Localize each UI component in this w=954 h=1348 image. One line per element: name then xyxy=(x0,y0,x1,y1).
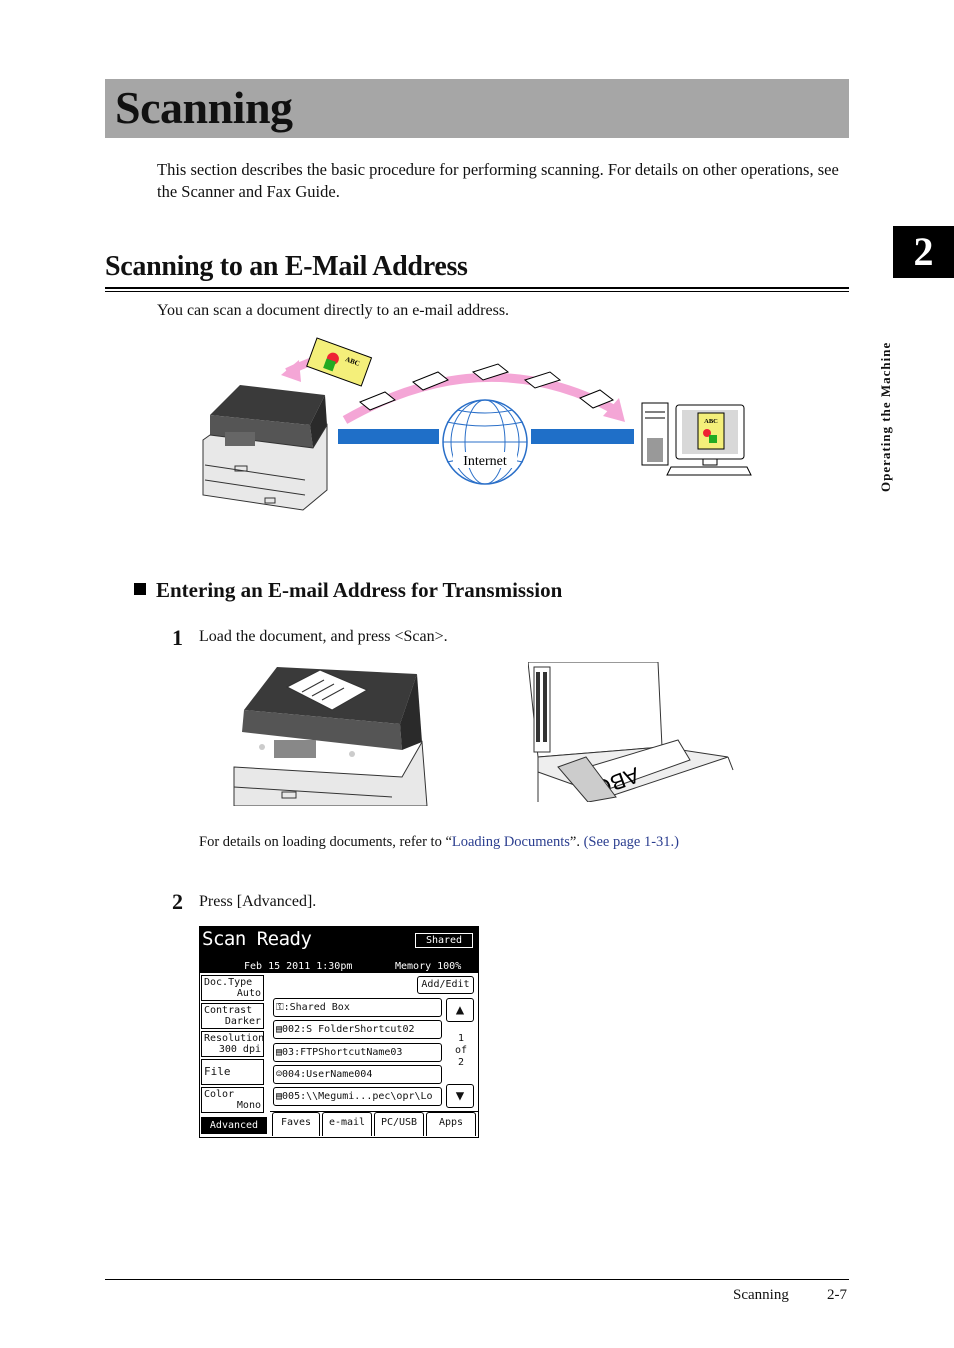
folder-icon: ▤ xyxy=(276,1091,283,1102)
shared-box-icon: ⚿ xyxy=(276,1002,284,1013)
footer-page: 2-7 xyxy=(827,1287,847,1303)
step-text: Press [Advanced]. xyxy=(199,893,317,910)
destination-entry[interactable]: ▤005:\\Megumi...pec\opr\Lo xyxy=(273,1087,442,1106)
tab-apps[interactable]: Apps xyxy=(426,1112,476,1136)
advanced-button[interactable]: Advanced xyxy=(201,1117,267,1134)
page-title: Scanning xyxy=(115,82,293,133)
tab-email[interactable]: e-mail xyxy=(322,1112,372,1136)
scan-ready-panel: Scan Ready Shared Feb 15 2011 1:30pm Mem… xyxy=(199,926,479,1138)
add-edit-button[interactable]: Add/Edit xyxy=(417,976,474,994)
panel-date: Feb 15 2011 1:30pm xyxy=(244,961,353,972)
envelope-icons xyxy=(359,363,615,411)
chapter-tab: 2 xyxy=(893,226,954,278)
footer-section: Scanning xyxy=(733,1287,789,1303)
destination-entry[interactable]: ▤03:FTPShortcutName03 xyxy=(273,1043,442,1062)
step-number: 1 xyxy=(172,625,183,650)
page-reference-link[interactable]: (See page 1-31.) xyxy=(583,834,679,850)
computer-icon: ABC xyxy=(641,402,752,476)
square-bullet-icon xyxy=(134,583,146,595)
document-icon: ABC xyxy=(306,337,373,387)
tab-faves[interactable]: Faves xyxy=(272,1112,320,1136)
section-heading: Scanning to an E-Mail Address xyxy=(105,251,468,282)
tab-baseline xyxy=(270,1111,478,1112)
subheading: Entering an E-mail Address for Transmiss… xyxy=(134,578,562,603)
footer-rule xyxy=(105,1279,849,1280)
shared-button[interactable]: Shared xyxy=(415,933,473,948)
mfp-illustration xyxy=(202,385,328,511)
internet-label: Internet xyxy=(463,454,507,469)
triangle-down-icon: ▼ xyxy=(455,1088,465,1104)
side-label: Operating the Machine xyxy=(878,341,893,492)
ftp-icon: ▤ xyxy=(276,1047,283,1058)
monitor-doc-label: ABC xyxy=(704,418,718,425)
heading-rule xyxy=(105,287,849,289)
destination-entry[interactable]: ☺004:UserName004 xyxy=(273,1065,442,1084)
step-note: For details on loading documents, refer … xyxy=(199,834,679,850)
platen-glass-illustration: ABC xyxy=(528,662,734,802)
user-icon: ☺ xyxy=(276,1069,283,1080)
scroll-down-button[interactable]: ▼ xyxy=(446,1084,474,1108)
destination-entry[interactable]: ⚿:Shared Box xyxy=(273,998,442,1017)
panel-memory: Memory 100% xyxy=(395,961,462,972)
loading-document-illustration xyxy=(233,667,428,806)
destination-entry[interactable]: ▤002:S FolderShortcut02 xyxy=(273,1020,442,1039)
tab-pc-usb[interactable]: PC/USB xyxy=(374,1112,424,1136)
network-bar-left xyxy=(338,429,439,444)
globe-icon: Internet xyxy=(442,399,528,485)
panel-header: Scan Ready Shared Feb 15 2011 1:30pm Mem… xyxy=(200,927,478,973)
email-scan-diagram: ABC Internet xyxy=(202,337,752,511)
title-bar: Scanning xyxy=(105,79,849,138)
step-number: 2 xyxy=(172,889,183,914)
panel-title: Scan Ready xyxy=(202,928,312,950)
scroll-up-button[interactable]: ▲ xyxy=(446,998,474,1022)
network-bar-right xyxy=(531,429,634,444)
folder-icon: ▤ xyxy=(276,1024,283,1035)
intro-text: This section describes the basic procedu… xyxy=(157,160,839,201)
file-name-button[interactable]: File Name xyxy=(201,1059,264,1100)
heading-rule xyxy=(105,291,849,292)
step-text: Load the document, and press <Scan>. xyxy=(199,628,448,645)
triangle-up-icon: ▲ xyxy=(455,1002,465,1018)
section-lead: You can scan a document directly to an e… xyxy=(157,302,510,319)
loading-documents-link[interactable]: Loading Documents xyxy=(451,834,570,850)
